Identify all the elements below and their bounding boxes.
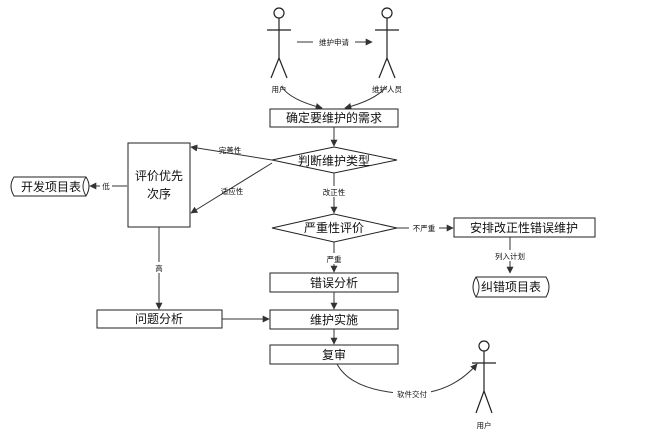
perfective-edge [190, 144, 273, 161]
corrective-label-bg [318, 186, 350, 197]
problem-analysis-label: 问题分析 [135, 312, 183, 326]
add-plan-label: 列入计划 [495, 251, 525, 261]
error-table-label: 纠错项目表 [481, 280, 541, 294]
adaptive-label: 适应性 [221, 186, 244, 196]
delivery-label: 软件交付 [397, 389, 427, 399]
error-table-shape [472, 276, 550, 298]
user-actor-top: 用户 [267, 7, 291, 94]
maintainer-to-needs-edge [344, 85, 388, 110]
delivery-label-bg [393, 388, 431, 399]
user-to-needs-edge [280, 85, 323, 110]
priority-label-line1: 评价优先 [135, 169, 183, 183]
user-top-label: 用户 [272, 84, 287, 94]
arrange-box [453, 217, 596, 238]
dev-table-shape [10, 176, 90, 197]
request-label-bg [313, 36, 355, 47]
priority-label-line2: 次序 [147, 186, 171, 201]
not-severe-label: 不严重 [413, 224, 436, 233]
user-actor-bottom: 用户 [472, 340, 496, 430]
high-label: 高 [155, 263, 163, 273]
corrective-label: 改正性 [323, 187, 346, 197]
priority-box [127, 142, 191, 228]
judge-type-label: 判断维护类型 [298, 153, 370, 168]
severe-label: 严重 [327, 255, 342, 264]
severity-label: 严重性评价 [304, 221, 364, 235]
user-bottom-label: 用户 [477, 420, 492, 430]
add-plan-label-bg [488, 250, 532, 261]
severe-label-bg [322, 253, 346, 264]
low-label: 低 [102, 181, 110, 191]
review-label: 复审 [322, 347, 346, 362]
dev-table-label: 开发项目表 [21, 179, 81, 194]
perfective-label: 完善性 [219, 145, 242, 155]
maintainer-actor: 维护人员 [372, 7, 402, 94]
judge-type-diamond [271, 146, 398, 174]
error-analysis-label: 错误分析 [310, 276, 358, 290]
high-label-bg [153, 262, 165, 273]
maintainer-label: 维护人员 [372, 84, 402, 94]
arrange-label: 安排改正性错误维护 [470, 220, 578, 235]
low-label-bg [100, 180, 112, 191]
request-label: 维护申请 [319, 37, 349, 47]
review-box [269, 344, 399, 365]
determine-needs-label: 确定要维护的需求 [286, 110, 382, 125]
not-severe-label-bg [409, 222, 439, 233]
implement-label: 维护实施 [310, 312, 358, 327]
adaptive-edge [190, 162, 273, 214]
